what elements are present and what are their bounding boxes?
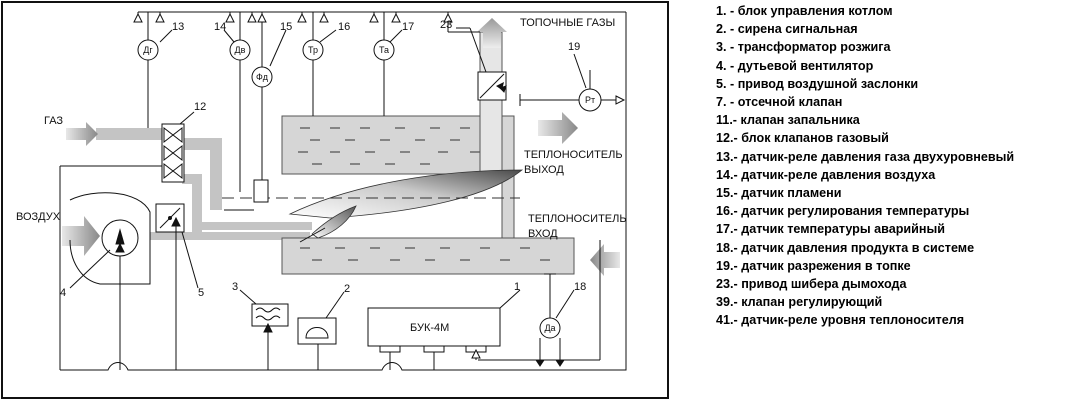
legend-item: 17.- датчик температуры аварийный <box>716 222 945 237</box>
sensor-rt-circle <box>578 88 602 112</box>
legend-item: 5. - привод воздушной заслонки <box>716 76 919 91</box>
flue-gases-label: ТОПОЧНЫЕ ГАЗЫ <box>520 17 615 29</box>
number-15: 15 <box>280 21 292 33</box>
legend-item: 39.- клапан регулирующий <box>716 295 883 310</box>
number-4: 4 <box>60 287 66 299</box>
legend: 1. - блок управления котлом 2. - сирена … <box>716 2 1076 330</box>
pilot-flame <box>311 205 357 239</box>
number-3: 3 <box>232 281 238 293</box>
legend-item: 41.- датчик-реле уровня теплоносителя <box>716 313 965 328</box>
wiring <box>59 11 627 371</box>
number-16: 16 <box>338 21 350 33</box>
coolant-in-label-2: ВХОД <box>528 228 558 240</box>
number-23: 23 <box>440 19 452 31</box>
sensor-fd-circle <box>251 66 273 88</box>
ignition-electrode <box>299 227 326 243</box>
sensor-da-label: Да <box>544 323 555 333</box>
boiler-scheme: Дг Дв Фд Тр Та Рт Да ГАЗ ВОЗДУХ ТОПОЧНЫЕ… <box>1 1 669 399</box>
number-14: 14 <box>214 21 226 33</box>
flame-sensor-body <box>253 179 269 203</box>
air-inlet-arrow <box>62 216 100 256</box>
number-17: 17 <box>402 21 414 33</box>
air-label: ВОЗДУХ <box>16 211 61 223</box>
control-unit <box>367 307 501 353</box>
gas-label: ГАЗ <box>44 115 63 127</box>
flow-labels: ГАЗ ВОЗДУХ ТОПОЧНЫЕ ГАЗЫ ТЕПЛОНОСИТЕЛЬ В… <box>16 17 627 334</box>
number-2: 2 <box>344 283 350 295</box>
coolant-in-label-1: ТЕПЛОНОСИТЕЛЬ <box>528 213 627 225</box>
sensor-da-circle <box>539 317 561 339</box>
legend-item: 7. - отсечной клапан <box>716 95 843 110</box>
number-13: 13 <box>172 21 184 33</box>
sensor-fd-label: Фд <box>256 72 269 82</box>
legend-item: 4. - дутьевой вентилятор <box>716 58 874 73</box>
sensor-tr-label: Тр <box>308 45 318 55</box>
legend-item: 15.- датчик пламени <box>716 186 842 201</box>
flue-column <box>479 31 503 173</box>
legend-item: 1. - блок управления котлом <box>716 4 893 18</box>
coolant-out-label-2: ВЫХОД <box>524 164 564 176</box>
boiler-lower <box>281 237 575 275</box>
legend-item: 16.- датчик регулирования температуры <box>716 204 970 219</box>
component-numbers: 13 14 15 16 17 23 19 12 4 5 3 2 1 18 <box>60 19 586 299</box>
sensor-labels: Дг Дв Фд Тр Та Рт Да <box>143 45 595 333</box>
legend-item: 2. - сирена сигнальная <box>716 22 858 37</box>
number-1: 1 <box>514 281 520 293</box>
coolant-out-arrow <box>538 112 578 144</box>
sensor-dg-label: Дг <box>143 45 153 55</box>
legend-item: 18.- датчик давления продукта в системе <box>716 240 975 255</box>
sensor-ta-circle <box>373 39 395 61</box>
gas-ducts <box>96 128 312 240</box>
flue-damper <box>477 71 507 101</box>
number-5: 5 <box>198 287 204 299</box>
sensor-dv-circle <box>229 39 251 61</box>
coolant-out-label-1: ТЕПЛОНОСИТЕЛЬ <box>524 149 623 161</box>
number-18: 18 <box>574 281 586 293</box>
coolant-in-arrow <box>590 244 620 276</box>
legend-item: 3. - трансформатор розжига <box>716 40 891 55</box>
legend-item: 12.- блок клапанов газовый <box>716 131 889 146</box>
siren <box>297 317 337 345</box>
boiler-upper <box>281 115 503 175</box>
sensor-dv-label: Дв <box>235 45 246 55</box>
control-unit-label: БУК-4М <box>410 322 449 334</box>
number-19: 19 <box>568 41 580 53</box>
arrowheads <box>115 12 626 367</box>
sensor-rt-label: Рт <box>585 95 595 105</box>
sensors <box>137 39 602 339</box>
legend-item: 23.- привод шибера дымохода <box>716 277 907 292</box>
legend-item: 11.- клапан запальника <box>716 113 860 128</box>
legend-item: 13.- датчик-реле давления газа двухуровн… <box>716 149 1015 164</box>
legend-item: 19.- датчик разрежения в топке <box>716 258 911 273</box>
sensor-tr-circle <box>302 39 324 61</box>
sensor-ta-label: Та <box>379 45 389 55</box>
burner-flame <box>288 169 524 219</box>
air-damper <box>155 203 185 233</box>
ignition-transformer <box>251 303 289 327</box>
sensor-dg-circle <box>137 39 159 61</box>
gas-inlet-arrow <box>66 122 98 146</box>
flue-gas-arrow <box>477 18 507 48</box>
number-12: 12 <box>194 101 206 113</box>
legend-item: 14.- датчик-реле давления воздуха <box>716 167 936 182</box>
gas-valve-block <box>161 123 185 183</box>
